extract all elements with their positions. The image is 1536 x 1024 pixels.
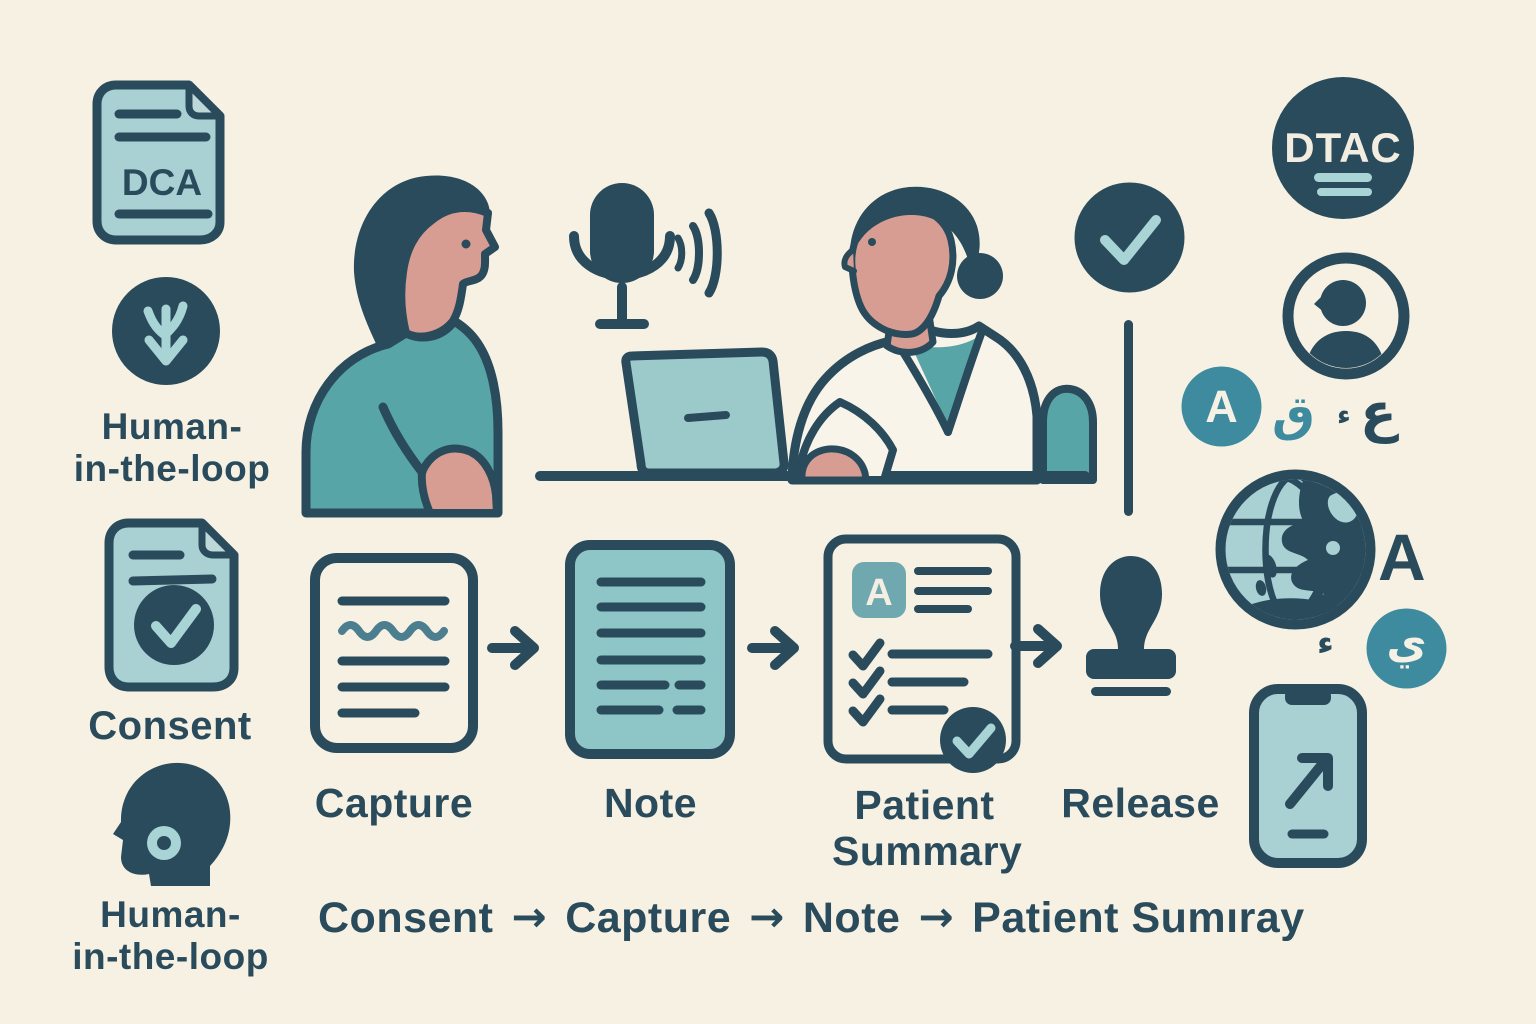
capture-label: Capture <box>314 780 474 826</box>
sound-waves-icon <box>674 208 722 298</box>
consent-check-icon <box>151 604 201 648</box>
arabic-hamza-glyph: ء <box>1337 400 1351 431</box>
arabic-ain-glyph: ع <box>1360 381 1397 444</box>
summary-check-icon <box>952 723 996 759</box>
arabic-ya-circle-icon: ي <box>1366 608 1447 689</box>
waveform-line <box>338 621 448 641</box>
consultation-scene <box>301 175 1097 518</box>
flow-arrow-glyph: → <box>918 892 955 941</box>
hitl-bottom-line2: in-the-loop <box>72 935 269 977</box>
flow-arrow-glyph: → <box>749 892 785 941</box>
consent-document-icon <box>104 518 239 692</box>
clinician-arm <box>795 398 897 484</box>
flow-arrow-icon <box>487 626 539 670</box>
approved-check-icon <box>1074 182 1185 293</box>
laptop-icon <box>621 347 789 478</box>
flow-step-consent: Consent <box>318 894 494 942</box>
translate-a-letter: A <box>1205 381 1238 432</box>
release-stamp-icon <box>1086 556 1176 696</box>
flow-arrow-icon <box>747 626 799 670</box>
dtac-badge-icon: DTAC <box>1272 77 1414 219</box>
human-in-the-loop-bottom: Human- in-the-loop <box>48 894 293 978</box>
hitl-bottom-line1: Human- <box>100 894 241 935</box>
checklist <box>848 638 993 727</box>
microphone-icon <box>569 183 722 329</box>
flow-arrow-icon <box>1010 624 1062 668</box>
flow-arrow-glyph: → <box>511 892 548 941</box>
merge-down-arrow-icon <box>112 277 220 385</box>
release-label: Release <box>1061 780 1220 826</box>
clinician-hand <box>798 445 870 484</box>
clinician-illustration <box>787 186 1042 485</box>
flow-step-patient-summary: Patient Sumıray <box>972 894 1305 942</box>
dca-label: DCA <box>122 162 202 203</box>
hitl-top-line2: in-the-loop <box>73 447 271 489</box>
phone-notch <box>1285 689 1331 705</box>
phone-share-icon <box>1249 684 1367 868</box>
dca-document-icon: DCA <box>92 80 225 245</box>
clinician-eye <box>868 238 876 246</box>
bottom-flow: Consent → Capture → Note → Patient Sumır… <box>318 892 1305 943</box>
summary-badge-letter: A <box>865 572 892 614</box>
patient-eye <box>461 239 471 249</box>
patient-summary-label: Patient Summary <box>832 782 1023 875</box>
human-head-icon <box>113 762 231 886</box>
note-document-icon <box>565 540 735 759</box>
arabic-hamza-small-glyph: ء <box>1317 623 1334 662</box>
laptop-logo-dash <box>684 411 730 422</box>
human-in-the-loop-top: Human- in-the-loop <box>52 406 292 490</box>
patient-summary-document-icon: A <box>823 534 1021 773</box>
chair <box>1039 384 1097 484</box>
arrow-up-right-icon <box>1285 753 1333 809</box>
arabic-qaf-glyph: ق <box>1272 386 1315 442</box>
translate-a-circle-icon: A <box>1181 366 1262 447</box>
globe-icon <box>1215 469 1376 630</box>
dtac-label: DTAC <box>1284 124 1402 171</box>
arabic-ya-letter: ي <box>1386 618 1426 669</box>
latin-a-glyph: A <box>1378 520 1426 594</box>
capture-document-icon <box>310 553 478 753</box>
note-label: Note <box>603 780 698 826</box>
vertical-divider <box>1124 320 1133 516</box>
hair-bun <box>957 253 1003 299</box>
flow-step-capture: Capture <box>565 894 732 942</box>
patient-illustration <box>301 175 503 518</box>
consent-label: Consent <box>88 704 252 748</box>
hitl-top-line1: Human- <box>101 406 243 447</box>
person-circle-icon <box>1282 252 1410 380</box>
language-badge <box>852 562 906 618</box>
flow-step-note: Note <box>802 894 901 942</box>
